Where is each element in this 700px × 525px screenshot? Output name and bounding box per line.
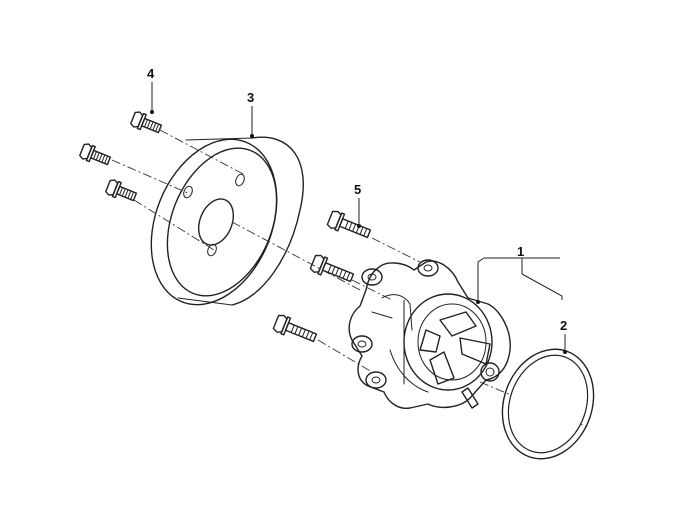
bolt-4-top[interactable] bbox=[130, 111, 163, 137]
water-pump-assembly[interactable] bbox=[348, 259, 511, 409]
callout-3: 3 bbox=[247, 90, 254, 105]
callout-1: 1 bbox=[517, 244, 524, 259]
pump-gasket[interactable] bbox=[488, 336, 609, 471]
bolt-5-middle[interactable] bbox=[309, 254, 356, 286]
bolt-5-lower[interactable] bbox=[272, 314, 319, 346]
bolt-4-lower[interactable] bbox=[105, 179, 138, 205]
bolt-4-middle[interactable] bbox=[79, 143, 112, 169]
leader-lines bbox=[150, 82, 567, 354]
callout-2: 2 bbox=[560, 318, 567, 333]
callout-5: 5 bbox=[354, 182, 361, 197]
bolt-5-top[interactable] bbox=[326, 210, 373, 242]
callout-4: 4 bbox=[147, 66, 155, 81]
pump-housing bbox=[348, 260, 511, 409]
pulley[interactable] bbox=[128, 121, 304, 324]
